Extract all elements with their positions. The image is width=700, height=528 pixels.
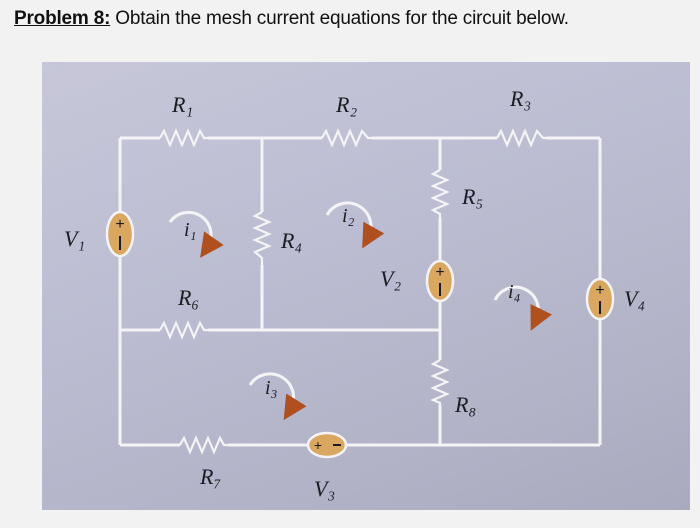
svg-text:+: + bbox=[115, 216, 124, 233]
label-r7: R₇ bbox=[199, 464, 221, 489]
svg-text:+: + bbox=[314, 437, 322, 453]
resistor-r4 bbox=[252, 211, 272, 265]
wires bbox=[118, 136, 602, 447]
mesh-arrows bbox=[168, 201, 553, 421]
label-r5: R₅ bbox=[461, 184, 483, 209]
problem-label: Problem 8: bbox=[14, 8, 111, 29]
resistor-symbols bbox=[159, 128, 547, 455]
component-labels: R₁ R₂ R₃ R₄ R₅ R₆ R₇ R₈ V₁ V₂ V₃ V₄ i₁ i… bbox=[64, 86, 645, 501]
label-i3: i₃ bbox=[265, 377, 278, 399]
resistor-r3 bbox=[496, 128, 547, 148]
resistor-r2 bbox=[321, 128, 372, 148]
resistor-r6 bbox=[159, 320, 208, 340]
label-r3: R₃ bbox=[509, 86, 531, 111]
svg-text:+: + bbox=[435, 264, 444, 281]
label-v3: V₃ bbox=[314, 476, 335, 501]
svg-text:+: + bbox=[595, 282, 604, 299]
label-i2: i₂ bbox=[342, 205, 355, 227]
label-r1: R₁ bbox=[171, 92, 193, 117]
resistor-r7 bbox=[179, 435, 228, 455]
resistor-r8 bbox=[430, 359, 450, 405]
label-i1: i₁ bbox=[184, 219, 197, 241]
problem-text: Obtain the mesh current equations for th… bbox=[110, 8, 569, 29]
source-v2: + bbox=[425, 259, 455, 303]
label-v2: V₂ bbox=[380, 266, 401, 291]
label-r2: R₂ bbox=[335, 92, 357, 117]
label-v4: V₄ bbox=[624, 286, 645, 311]
label-r6: R₆ bbox=[177, 285, 199, 310]
voltage-sources: + + + + bbox=[105, 210, 615, 459]
resistor-r5 bbox=[430, 169, 450, 218]
source-v1: + bbox=[105, 210, 135, 258]
mesh-arrow-i3 bbox=[248, 372, 307, 421]
mesh-arrow-i4 bbox=[493, 285, 553, 331]
problem-statement: Problem 8: Obtain the mesh current equat… bbox=[14, 8, 569, 30]
label-i4: i₄ bbox=[508, 281, 521, 303]
label-v1: V₁ bbox=[64, 226, 85, 251]
mesh-arrow-i2 bbox=[325, 201, 385, 249]
resistor-r1 bbox=[159, 128, 208, 148]
label-r4: R₄ bbox=[280, 228, 302, 253]
source-v3: + bbox=[306, 431, 348, 459]
source-v4: + bbox=[585, 277, 615, 321]
label-r8: R₈ bbox=[454, 392, 476, 417]
mesh-arrow-i1 bbox=[168, 210, 224, 258]
